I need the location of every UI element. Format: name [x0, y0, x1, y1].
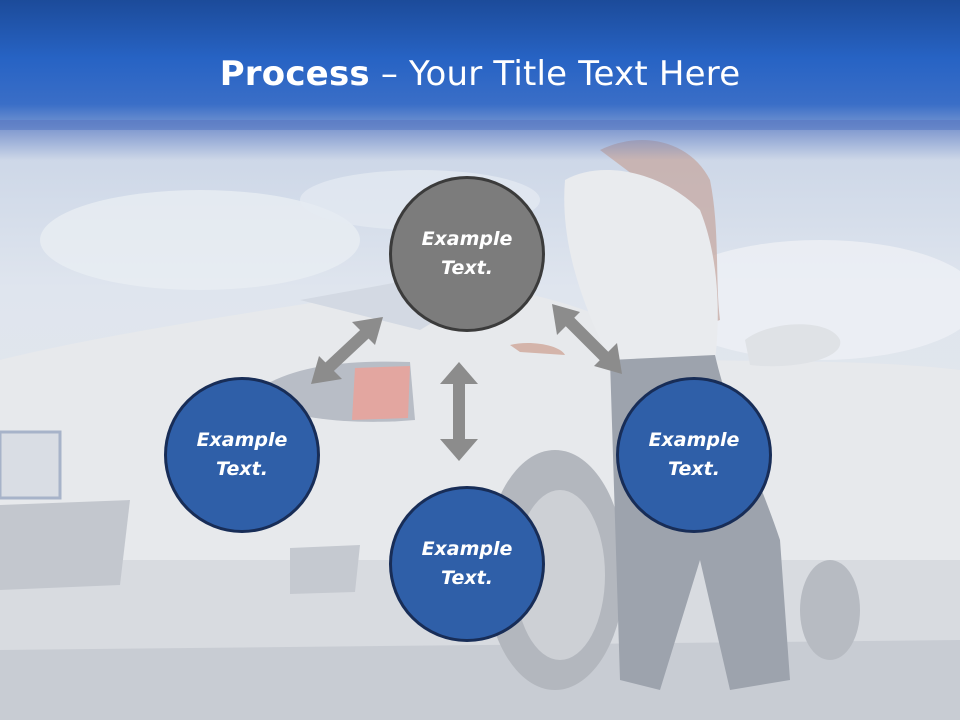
process-node-right: Example Text.	[616, 377, 772, 533]
process-node-bottom-text: Example Text.	[421, 538, 513, 589]
header-band	[0, 0, 960, 130]
slide-title: Process – Your Title Text Here	[0, 52, 960, 96]
header-fade	[0, 120, 960, 160]
title-bold: Process	[219, 54, 370, 94]
double-arrow-top-left	[311, 317, 383, 384]
title-rest: – Your Title Text Here	[369, 54, 741, 94]
process-node-top: Example Text.	[389, 176, 545, 332]
process-node-top-text: Example Text.	[421, 228, 513, 279]
process-node-left-text: Example Text.	[196, 429, 288, 480]
double-arrow-top-right	[552, 304, 622, 374]
process-node-left: Example Text.	[164, 377, 320, 533]
process-node-right-text: Example Text.	[648, 429, 740, 480]
process-node-bottom: Example Text.	[389, 486, 545, 642]
double-arrow-vertical	[440, 362, 478, 461]
